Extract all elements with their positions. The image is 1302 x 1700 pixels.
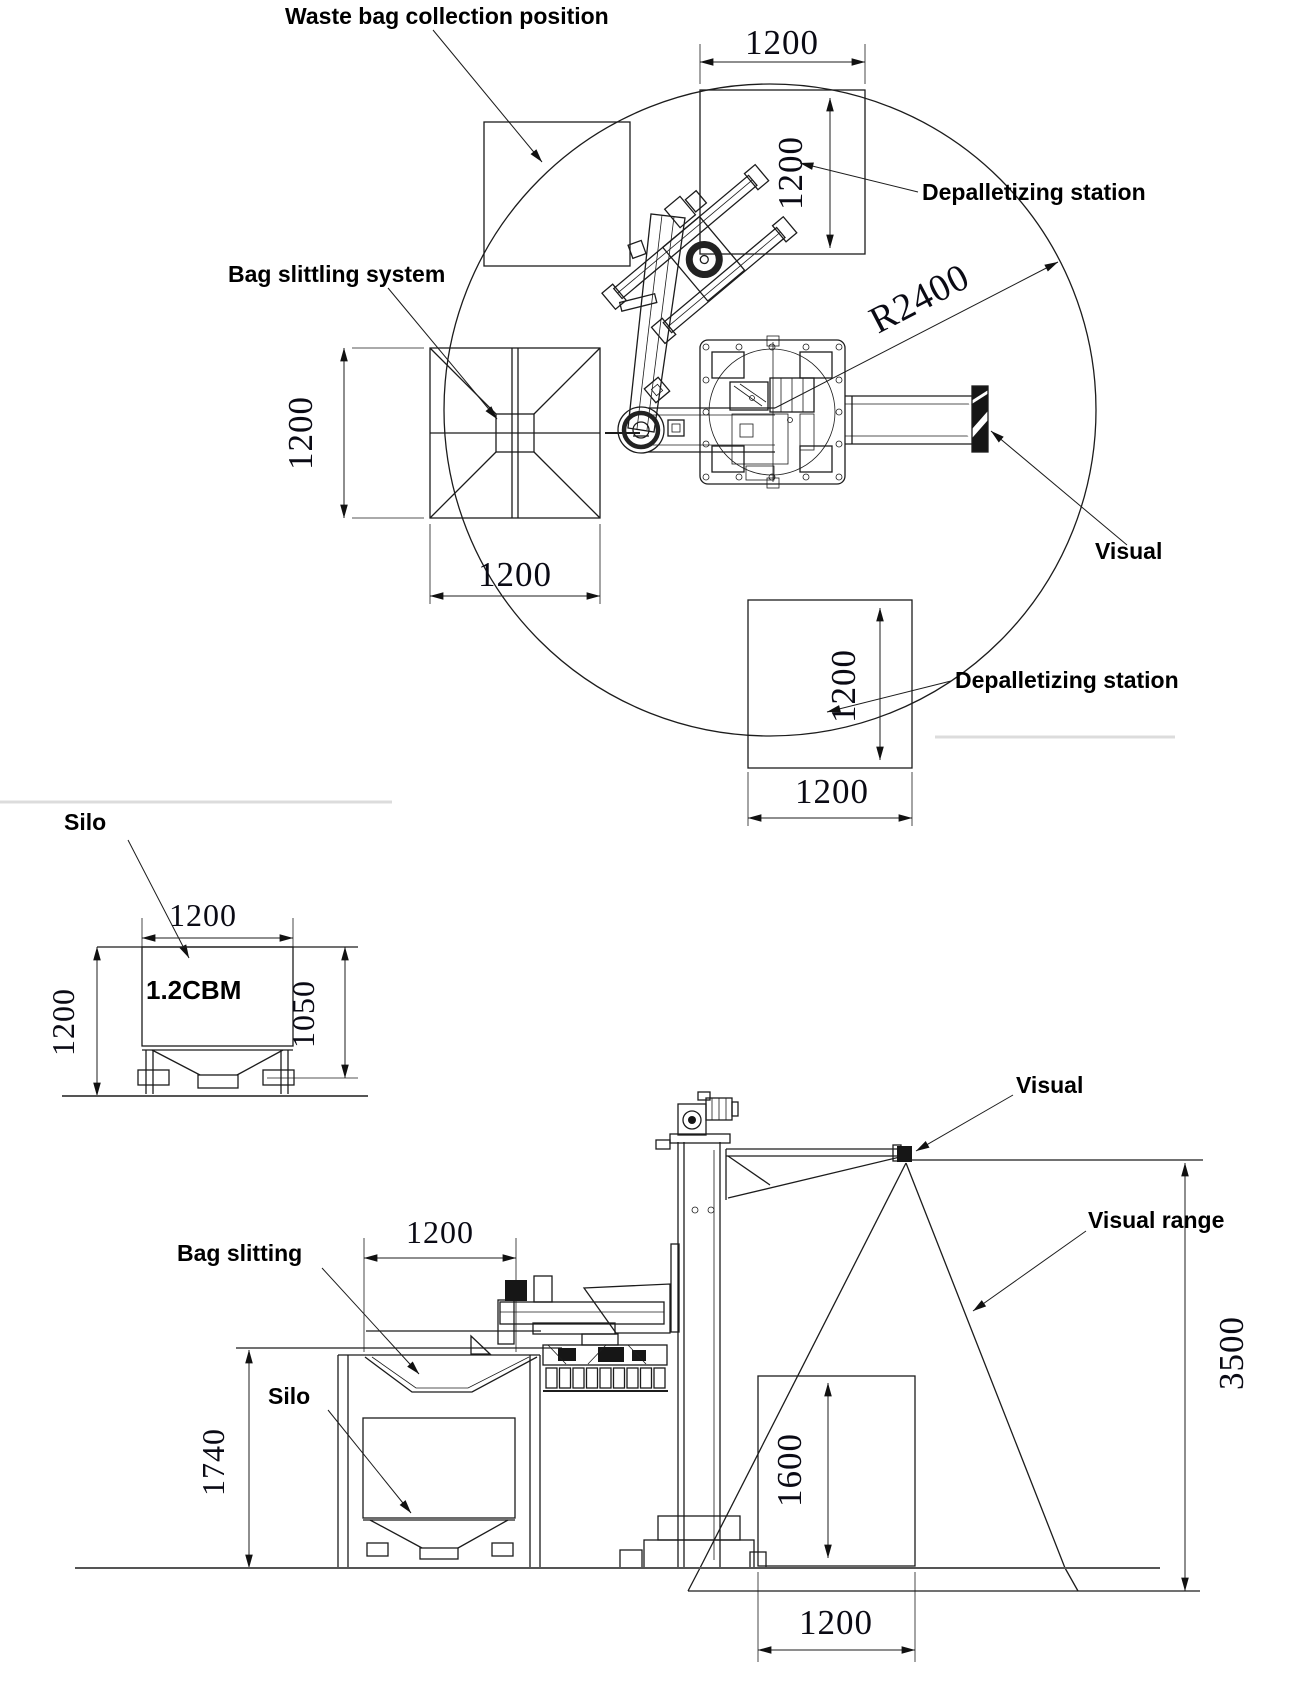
dim-silo-width: 1200: [169, 897, 237, 933]
pallet-stack: 1600 1200: [757, 1375, 916, 1662]
dim-depal-bottom-height: 1200: [824, 649, 863, 723]
suction-cups: [543, 1367, 668, 1392]
arm-bracket: [582, 1283, 671, 1334]
dim-slitting-width: 1200: [478, 555, 552, 594]
depalletizing-station-bottom-square: 1200 1200: [747, 599, 913, 826]
waste-bag-square: [483, 121, 631, 267]
robot-arm: [601, 163, 798, 454]
depalletizing-station-top-square: 1200 1200: [699, 23, 866, 255]
label-bag-slitting-elev: Bag slitting: [177, 1240, 302, 1266]
label-depalletizing-top: Depalletizing station: [922, 179, 1146, 205]
elevation-view: Bag slitting 1200 Silo: [75, 1072, 1251, 1662]
robot-column: [619, 1091, 912, 1569]
silo-body: [141, 946, 294, 1047]
silo-front-view: Silo 1200 1.2CBM 1200 1050: [45, 809, 368, 1097]
label-visual-plan: Visual: [1095, 538, 1162, 564]
label-visual-range: Visual range: [1088, 1207, 1224, 1233]
leader-depalletizing-top: [799, 162, 919, 193]
gripper-head: [601, 163, 798, 345]
label-depalletizing-bottom: Depalletizing station: [955, 667, 1179, 693]
top-view: 1200 1200 1200 1200: [0, 3, 1179, 826]
vision-cone: [687, 1162, 1200, 1592]
column-motor: [677, 1091, 739, 1136]
label-visual-elev: Visual: [1016, 1072, 1083, 1098]
leader-visual-plan: [990, 430, 1128, 546]
leader-visual-range: [972, 1230, 1087, 1312]
visual-beam-plan: [845, 385, 994, 453]
base-mechanism: [729, 377, 815, 481]
dim-pallet-width: 1200: [799, 1603, 873, 1642]
column-base: [619, 1515, 767, 1569]
label-bag-slitting-system: Bag slittling system: [228, 261, 445, 287]
elbow-joint: [617, 406, 665, 454]
vacuum-gripper: [542, 1344, 668, 1392]
dim-depal-bottom-width: 1200: [795, 772, 869, 811]
camera-bar: [966, 385, 994, 453]
inner-silo: [362, 1417, 516, 1519]
dim-hopper-width: 1200: [406, 1214, 474, 1250]
jib-truss: [725, 1144, 903, 1200]
silo-funnel: [137, 1049, 295, 1094]
label-waste-bag: Waste bag collection position: [285, 3, 609, 29]
dim-camera-height: 3500: [1212, 1316, 1251, 1390]
leader-bag-slitting-system: [387, 287, 498, 420]
link-arm: [648, 407, 775, 453]
dim-silo-height: 1200: [45, 988, 81, 1056]
dim-radius: R2400: [863, 256, 977, 342]
dim-station-height: 1740: [195, 1428, 231, 1496]
leader-waste-bag: [432, 29, 543, 163]
leader-depalletizing-bottom: [826, 680, 952, 713]
camera: [897, 1146, 912, 1162]
label-silo-front: Silo: [64, 809, 106, 835]
silo-volume: 1.2CBM: [146, 975, 241, 1005]
dim-stack-height: 1600: [770, 1433, 809, 1507]
dim-slitting-height: 1200: [281, 396, 320, 470]
dim-depal-top-width: 1200: [745, 23, 819, 62]
dim-depal-top-height: 1200: [771, 136, 810, 210]
robot-arm-elevation: [497, 1275, 671, 1392]
robot-reach-circle: [443, 83, 1097, 737]
leader-silo-elev: [327, 1409, 412, 1514]
dim-silo-body-height: 1050: [285, 980, 321, 1048]
corner-flag: [470, 1334, 492, 1355]
slitting-station-box: [337, 1334, 541, 1568]
leader-bag-slitting-elev: [321, 1267, 420, 1375]
leader-visual-elev: [915, 1094, 1014, 1152]
radius-dimension: R2400: [774, 256, 1059, 409]
label-silo-elev: Silo: [268, 1383, 310, 1409]
boom-arm: [627, 213, 686, 433]
bag-slitting-square: 1200 1200: [281, 347, 640, 604]
robot-base-plate: [699, 335, 846, 489]
